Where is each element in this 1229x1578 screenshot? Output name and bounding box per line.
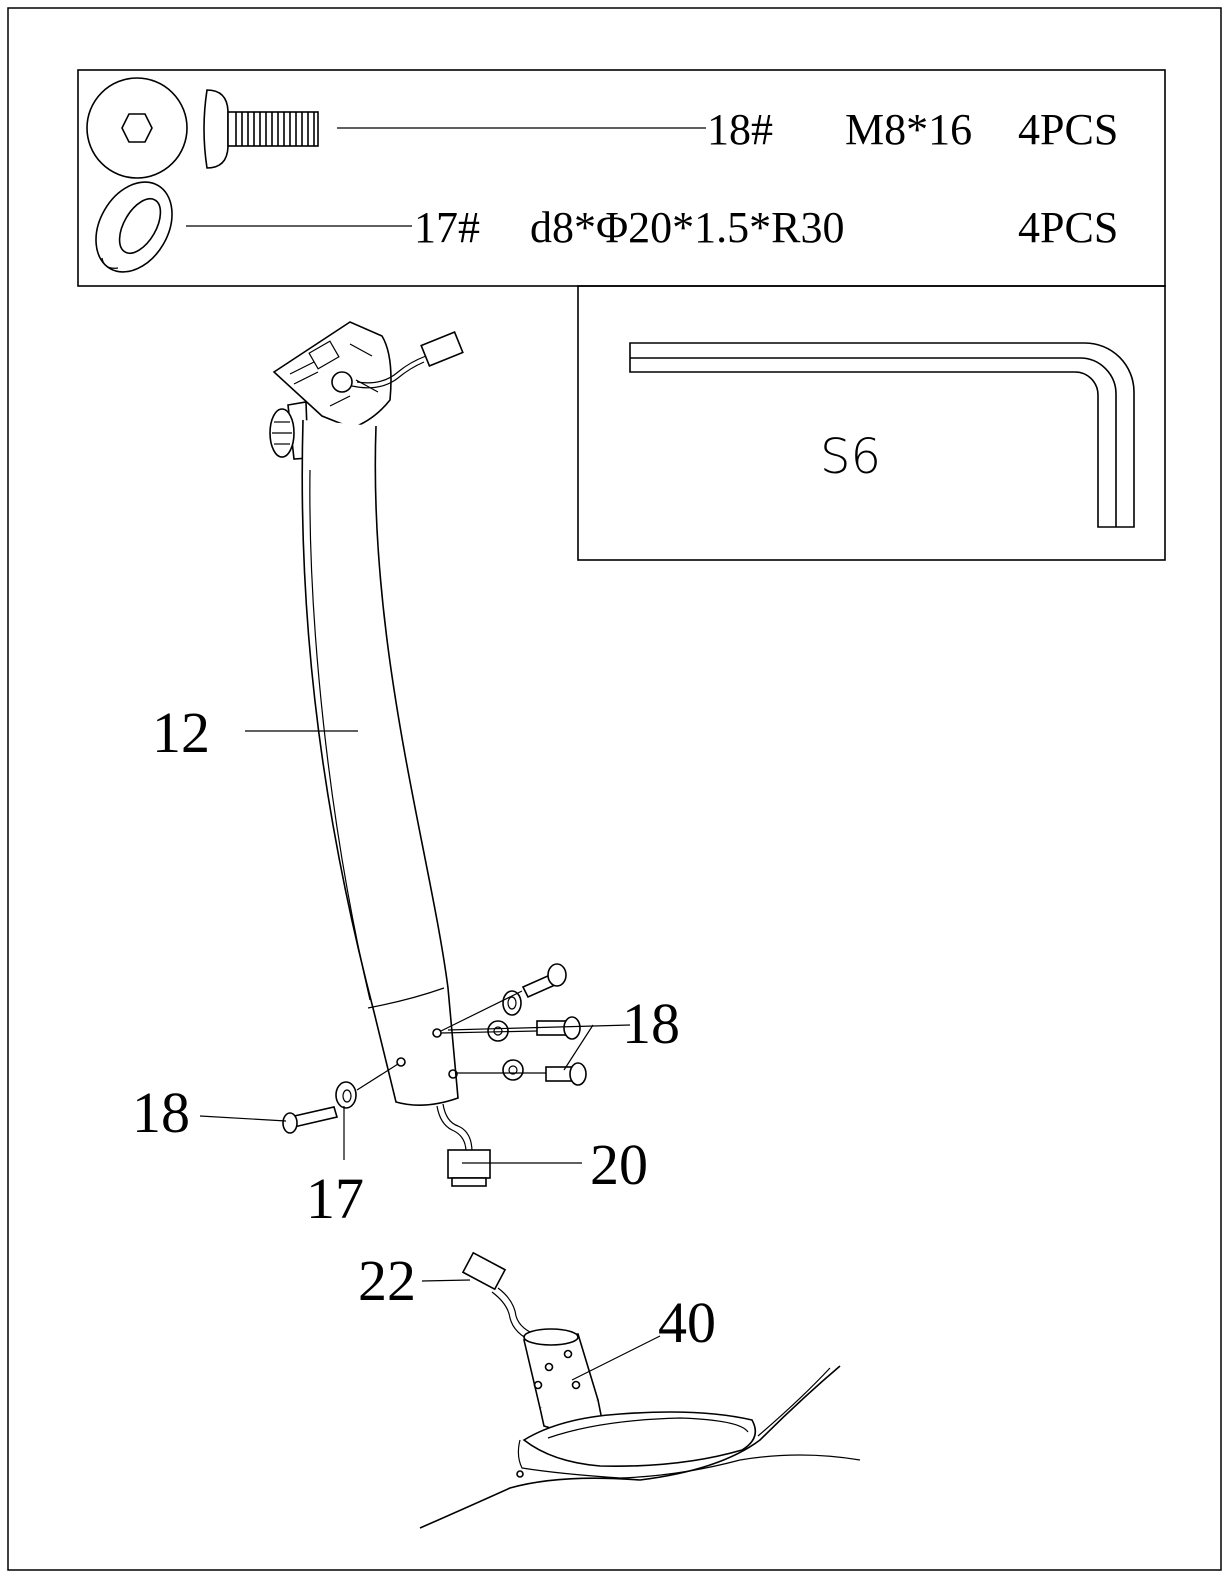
bolt-code: 18# — [707, 105, 773, 154]
fasteners-right — [440, 963, 587, 1086]
callout-40: 40 — [658, 1290, 716, 1355]
washer-quantity: 4PCS — [1018, 203, 1118, 252]
curved-washer-icon — [95, 181, 173, 273]
seat-post — [269, 321, 491, 1187]
bolt-head-front-icon — [86, 77, 188, 179]
callout-18-left: 18 — [132, 1080, 190, 1145]
hex-key-icon — [629, 342, 1135, 528]
callout-12: 12 — [152, 700, 210, 765]
washer-code: 17# — [414, 203, 480, 252]
page-border — [7, 7, 1222, 1571]
bolt-side-icon — [203, 89, 319, 169]
callout-17: 17 — [306, 1166, 364, 1231]
bolt-quantity: 4PCS — [1018, 105, 1118, 154]
callout-18-right: 18 — [622, 991, 680, 1056]
callouts: 12 18 18 17 20 22 40 — [132, 700, 716, 1381]
bolt-size: M8*16 — [845, 105, 972, 154]
frame-sleeve — [419, 1251, 861, 1529]
fasteners-left — [282, 1063, 399, 1134]
hex-key-size-label: S6 — [820, 429, 881, 485]
tool-panel: S6 — [577, 285, 1166, 561]
callout-22: 22 — [358, 1248, 416, 1313]
washer-size: d8*Φ20*1.5*R30 — [530, 203, 845, 252]
callout-20: 20 — [590, 1132, 648, 1197]
hardware-panel: 18# M8*16 4PCS 17# d8*Φ20*1.5*R30 4PCS — [77, 69, 1166, 287]
